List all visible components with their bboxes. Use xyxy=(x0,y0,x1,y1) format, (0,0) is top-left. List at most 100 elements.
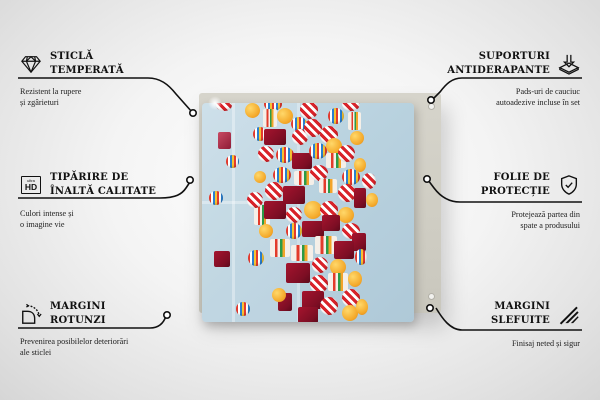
title-line: MARGINI xyxy=(50,301,106,312)
desc-line: ale sticlei xyxy=(20,348,52,357)
candy xyxy=(356,299,368,315)
candy xyxy=(348,112,361,130)
candy xyxy=(291,117,307,131)
feature-title: SUPORTURI ANTIDERAPANTE xyxy=(447,50,550,78)
candy xyxy=(304,201,322,219)
desc-line: Pads-uri de cauciuc xyxy=(515,87,580,96)
candy xyxy=(248,250,264,266)
feature-title: TIPĂRIRE DE ÎNALTĂ CALITATE xyxy=(50,171,156,199)
candy xyxy=(342,103,360,111)
candy xyxy=(319,179,337,193)
title-line: STICLĂ xyxy=(50,51,94,62)
candy xyxy=(334,241,354,259)
candy xyxy=(302,221,324,237)
candy xyxy=(263,109,277,127)
polished-edge-icon xyxy=(558,303,580,325)
candy xyxy=(350,131,364,145)
candy xyxy=(342,289,360,307)
feature-title: FOLIE DE PROTECȚIE xyxy=(481,171,550,199)
candy xyxy=(352,233,366,251)
candy xyxy=(338,184,356,202)
desc-line: autoadezive incluse în set xyxy=(496,98,580,107)
candy xyxy=(292,129,308,145)
feature-high-quality-print: ultra HD TIPĂRIRE DE ÎNALTĂ CALITATE Cul… xyxy=(20,171,210,230)
feature-description: Rezistent la rupere și zgârieturi xyxy=(20,86,210,108)
candy xyxy=(264,129,286,145)
mount-hole-bottom xyxy=(428,293,435,300)
candy xyxy=(214,251,230,267)
candy xyxy=(309,143,327,159)
desc-line: o imagine vie xyxy=(20,220,65,229)
feature-polished-edges: MARGINI SLEFUITE Finisaj neted și sigur xyxy=(390,300,580,349)
title-line: SLEFUITE xyxy=(490,315,550,326)
feature-description: Prevenirea posibilelor deteriorări ale s… xyxy=(20,336,210,358)
candy xyxy=(236,302,250,316)
shield-check-icon xyxy=(558,174,580,196)
candy xyxy=(283,186,305,204)
candy xyxy=(338,145,355,162)
desc-line: Finisaj neted și sigur xyxy=(512,339,580,348)
ultra-label: ultra xyxy=(27,177,35,183)
candy xyxy=(226,155,239,168)
candy xyxy=(253,127,267,141)
title-line: TIPĂRIRE DE xyxy=(50,172,129,183)
title-line: ÎNALTĂ CALITATE xyxy=(50,186,157,197)
glass-glare xyxy=(208,96,222,110)
title-line: ROTUNZI xyxy=(50,315,106,326)
title-line: MARGINI xyxy=(494,301,550,312)
candy xyxy=(342,305,358,321)
feature-title: MARGINI SLEFUITE xyxy=(491,300,550,328)
hd-label: HD xyxy=(24,181,38,192)
feature-description: Pads-uri de cauciuc autoadezive incluse … xyxy=(390,86,580,108)
desc-line: Rezistent la rupere xyxy=(20,87,82,96)
candy xyxy=(298,307,318,322)
desc-line: și zgârieturi xyxy=(20,98,59,107)
feature-tempered-glass: STICLĂ TEMPERATĂ Rezistent la rupere și … xyxy=(20,50,210,108)
candy xyxy=(264,103,282,111)
candy xyxy=(366,193,378,207)
candy xyxy=(312,257,328,273)
candy xyxy=(302,291,324,309)
candy xyxy=(315,236,337,254)
candy xyxy=(218,132,231,149)
candy xyxy=(328,108,344,124)
candy xyxy=(270,239,290,257)
candy xyxy=(254,171,266,183)
candy xyxy=(286,263,310,283)
candy xyxy=(304,119,322,137)
window-frame-vertical xyxy=(232,103,235,322)
feature-description: Protejează partea din spate a produsului xyxy=(390,209,580,231)
candy xyxy=(354,158,366,172)
title-line: ANTIDERAPANTE xyxy=(447,65,550,76)
candy xyxy=(348,271,362,287)
candy xyxy=(320,297,338,315)
desc-line: Prevenirea posibilelor deteriorări xyxy=(20,337,129,346)
ultra-hd-icon: ultra HD xyxy=(20,174,42,196)
glass-print-image xyxy=(202,103,414,322)
candy xyxy=(338,207,354,223)
title-line: PROTECȚIE xyxy=(480,186,550,197)
candy xyxy=(286,223,302,239)
feature-title: MARGINI ROTUNZI xyxy=(50,300,106,328)
candy xyxy=(322,215,340,231)
candy xyxy=(216,103,232,111)
candy xyxy=(362,173,376,189)
candy xyxy=(310,165,328,181)
candy xyxy=(310,275,328,293)
mounting-pad-icon xyxy=(558,53,580,75)
candy xyxy=(272,288,286,302)
candy xyxy=(273,167,291,183)
candy xyxy=(264,201,286,219)
candy xyxy=(294,171,314,185)
candy xyxy=(320,201,338,219)
feature-title: STICLĂ TEMPERATĂ xyxy=(50,50,124,78)
candy xyxy=(328,273,348,291)
feature-anti-slip-mounts: SUPORTURI ANTIDERAPANTE Pads-uri de cauc… xyxy=(390,50,580,108)
candy xyxy=(258,146,274,162)
feature-protective-film: FOLIE DE PROTECȚIE Protejează partea din… xyxy=(390,171,580,231)
candy xyxy=(286,207,302,223)
candy xyxy=(259,224,273,238)
candy xyxy=(355,249,367,265)
candy xyxy=(209,191,223,205)
